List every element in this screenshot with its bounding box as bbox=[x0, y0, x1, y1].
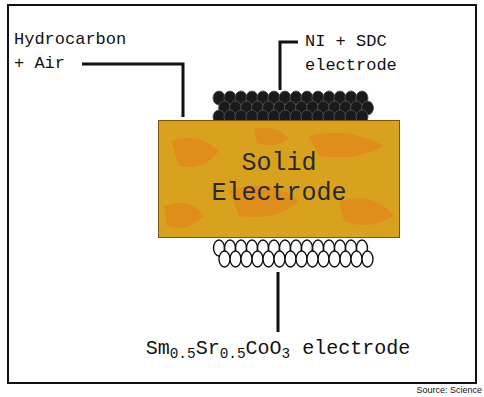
texture-patch bbox=[164, 203, 204, 228]
box-label: Solid Electrode bbox=[199, 149, 359, 209]
electrolyte-box: Solid Electrode bbox=[158, 120, 400, 238]
part-label: Hydrocarbon + Air bbox=[14, 28, 139, 76]
text-run: electrode bbox=[290, 337, 410, 360]
subscript: 0.5 bbox=[170, 346, 196, 362]
cathode-particle bbox=[219, 251, 230, 267]
texture-patch bbox=[254, 128, 289, 145]
cathode-particle bbox=[362, 251, 373, 267]
cathode-particle bbox=[351, 251, 362, 267]
part-label: Sm0.5Sr0.5CoO3 electrode bbox=[78, 336, 478, 367]
cathode-particle bbox=[307, 251, 318, 267]
cathode-particle bbox=[285, 251, 296, 267]
leader-line bbox=[82, 64, 183, 117]
cathode-particle bbox=[274, 251, 285, 267]
cathode-layer bbox=[214, 240, 374, 267]
subscript: 3 bbox=[282, 346, 291, 362]
cathode-particle bbox=[241, 251, 252, 267]
cathode-particle bbox=[263, 251, 274, 267]
text-run: Sm bbox=[146, 337, 170, 360]
part-label: NI + SDC electrode bbox=[305, 30, 405, 78]
leader-line bbox=[280, 42, 298, 90]
cathode-particle bbox=[296, 251, 307, 267]
text-run: Sr bbox=[196, 337, 220, 360]
cathode-particle bbox=[252, 251, 263, 267]
frame-border bbox=[8, 5, 476, 383]
cathode-particle bbox=[230, 251, 241, 267]
leader-line bbox=[277, 272, 280, 332]
texture-patch bbox=[309, 133, 384, 158]
cathode-particle bbox=[340, 251, 351, 267]
cathode-particle bbox=[329, 251, 340, 267]
subscript: 0.5 bbox=[220, 346, 246, 362]
text-run: CoO bbox=[246, 337, 282, 360]
source-note: Source: Science bbox=[398, 385, 482, 396]
texture-patch bbox=[171, 138, 219, 167]
cathode-particle bbox=[318, 251, 329, 267]
texture-patch bbox=[339, 198, 394, 225]
